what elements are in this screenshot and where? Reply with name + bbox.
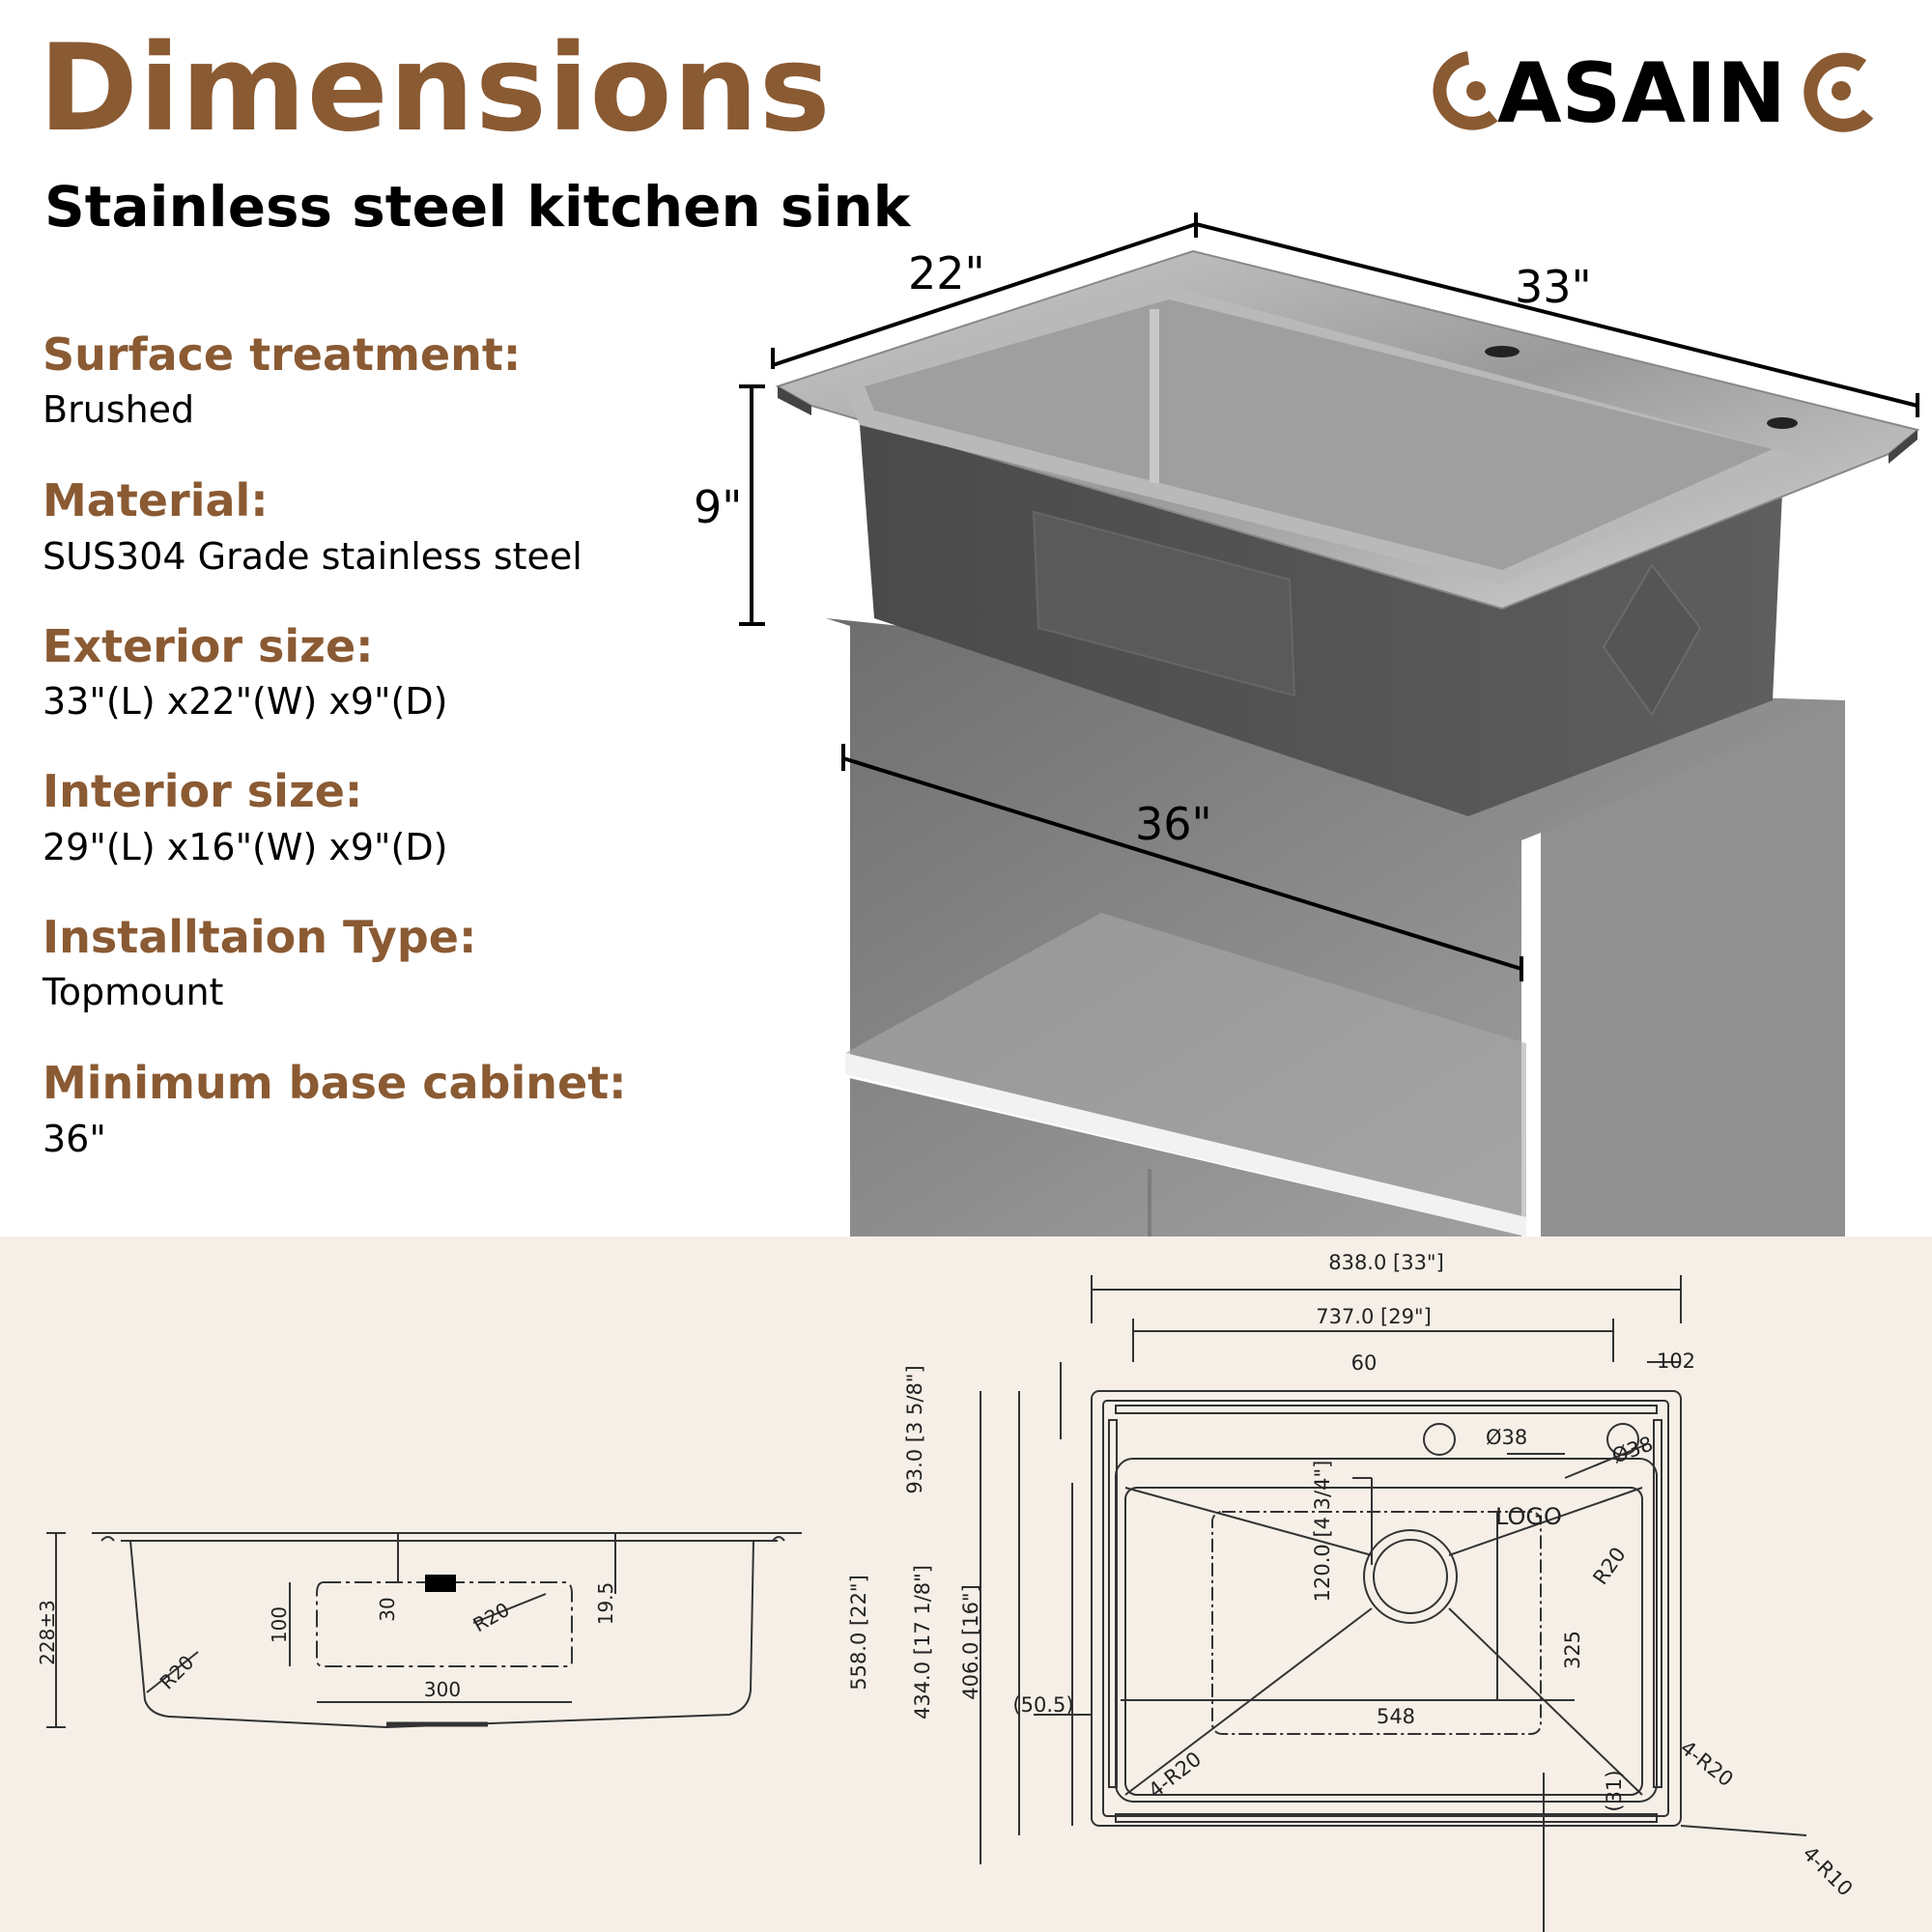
dimension-lines	[739, 213, 1919, 981]
plan-hole-offset-left-label: 60	[1351, 1351, 1378, 1375]
plan-overall-width-label: 558.0 [22"]	[847, 1575, 870, 1690]
dim-length-label: 33"	[1515, 261, 1592, 313]
side-section-drawing: 228±3 R20 100 30 R20 19.5 300	[36, 1532, 802, 1729]
plan-view-drawing: 838.0 [33"] 737.0 [29"] 60 102 Ø38 Ø38 L…	[847, 1251, 1857, 1932]
spec-label-cabinet: Minimum base cabinet:	[43, 1057, 627, 1109]
base-cabinet	[826, 618, 1845, 1236]
plan-interior-length-label: 737.0 [29"]	[1316, 1305, 1432, 1328]
plan-left-offset-label: (50.5)	[1012, 1693, 1073, 1717]
side-slot-top-label: 30	[376, 1597, 399, 1621]
spec-label-installation: Installtaion Type:	[43, 911, 477, 963]
plan-hole1-diameter-label: Ø38	[1486, 1426, 1527, 1449]
svg-text:ASAIN: ASAIN	[1497, 46, 1786, 133]
plan-bowl-depth-outer-label: 434.0 [17 1/8"]	[911, 1565, 934, 1719]
plan-bottom-offset-label: (31)	[1603, 1770, 1626, 1811]
dim-depth-label: 9"	[694, 481, 743, 533]
page-title: Dimensions	[39, 19, 832, 158]
page-subtitle: Stainless steel kitchen sink	[44, 174, 911, 240]
spec-value-interior: 29"(L) x16"(W) x9"(D)	[43, 826, 448, 868]
plan-corner-4r20-right-label: 4-R20	[1676, 1736, 1738, 1791]
brand-logo: ASAIN	[1433, 46, 1874, 133]
spec-value-surface: Brushed	[43, 388, 195, 431]
plan-drain-height-label: 325	[1561, 1631, 1584, 1669]
sink-render	[739, 213, 1920, 1236]
plan-corner-4r10-label: 4-R10	[1798, 1842, 1857, 1901]
spec-label-interior: Interior size:	[43, 765, 363, 817]
side-height-label: 228±3	[36, 1600, 59, 1665]
spec-label-surface: Surface treatment:	[43, 328, 522, 381]
plan-drain-offset-label: 120.0 [4 3/4"]	[1311, 1461, 1334, 1603]
dim-cabinet-label: 36"	[1135, 798, 1212, 850]
plan-overall-length-label: 838.0 [33"]	[1328, 1251, 1444, 1274]
plan-hole-offset-right-label: 102	[1657, 1350, 1695, 1373]
plan-drain-span-label: 548	[1377, 1705, 1415, 1728]
side-overflow-offset-label: 19.5	[594, 1582, 617, 1626]
spec-value-material: SUS304 Grade stainless steel	[43, 535, 582, 578]
spec-label-material: Material:	[43, 474, 269, 526]
spec-value-cabinet: 36"	[43, 1118, 106, 1160]
spec-value-installation: Topmount	[43, 971, 224, 1013]
spec-value-exterior: 33"(L) x22"(W) x9"(D)	[43, 680, 448, 723]
plan-logo-label: LOGO	[1495, 1503, 1562, 1530]
plan-corner-radius-label: R20	[1588, 1543, 1630, 1589]
side-slot-radius-label: R20	[469, 1598, 514, 1636]
sink-flange	[775, 249, 1920, 611]
spec-label-exterior: Exterior size:	[43, 620, 374, 672]
plan-bowl-depth-inner-label: 406.0 [16"]	[959, 1584, 982, 1700]
dim-width-label: 22"	[908, 247, 985, 299]
side-slot-height-label: 100	[268, 1606, 291, 1643]
side-slot-length-label: 300	[424, 1678, 461, 1701]
plan-top-flange-label: 93.0 [3 5/8"]	[903, 1365, 926, 1493]
